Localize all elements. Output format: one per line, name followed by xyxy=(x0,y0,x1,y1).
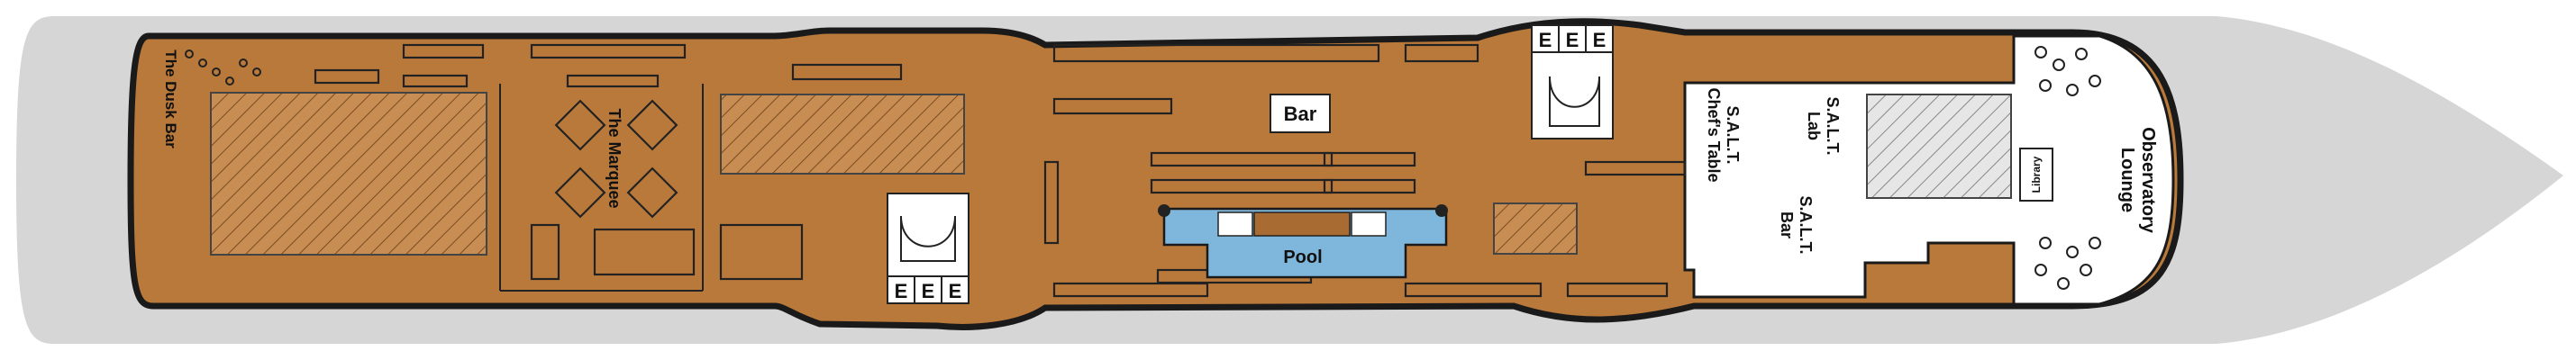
salt-bar-label-2: Bar xyxy=(1778,212,1796,238)
salt-chefs-table-label-2: Chef's Table xyxy=(1705,88,1723,183)
marquee-cabanas xyxy=(530,99,804,281)
bar-box xyxy=(1270,94,1331,133)
deck-outline xyxy=(127,18,2184,330)
pool-deck-right xyxy=(1351,212,1387,237)
marquee-wall xyxy=(499,84,704,292)
salt-bar-label-1: S.A.L.T. xyxy=(1797,195,1815,254)
pool-post-left xyxy=(1158,204,1170,217)
marquee-label: The Marquee xyxy=(605,108,624,208)
dusk-bar-label: The Dusk Bar xyxy=(162,50,179,148)
interior-hatch xyxy=(1866,94,2012,199)
bar-label: Bar xyxy=(1284,103,1317,125)
library-box xyxy=(2019,148,2053,202)
pool-post-right xyxy=(1435,204,1448,217)
sunbathing-area-2 xyxy=(720,94,965,175)
library-label: Library xyxy=(2030,156,2043,193)
seating-clusters xyxy=(185,46,2101,290)
stair-aft xyxy=(887,193,969,304)
salt-lab-label-1: S.A.L.T. xyxy=(1824,96,1842,155)
elevator-label-fwd-2: E xyxy=(1566,29,1579,51)
sunbathing-area-1 xyxy=(210,92,487,256)
observatory-label-1: Observatory xyxy=(2138,127,2158,234)
pool-label: Pool xyxy=(1283,248,1322,267)
elevator-label-aft-2: E xyxy=(922,280,935,302)
salt-chefs-table-label-1: S.A.L.T. xyxy=(1724,105,1742,164)
salt-lab-label-2: Lab xyxy=(1805,112,1823,140)
elevator-label-fwd-3: E xyxy=(1593,29,1607,51)
pool-deck-left xyxy=(1217,212,1253,237)
elevator-label-aft-3: E xyxy=(949,280,962,302)
pool-steps xyxy=(1253,212,1351,237)
stair-forward xyxy=(1531,24,1614,140)
elevator-label-aft-1: E xyxy=(895,280,908,302)
sunbathing-area-3 xyxy=(1493,202,1578,255)
observatory-label-2: Lounge xyxy=(2117,148,2137,212)
elevator-label-fwd-1: E xyxy=(1539,29,1552,51)
